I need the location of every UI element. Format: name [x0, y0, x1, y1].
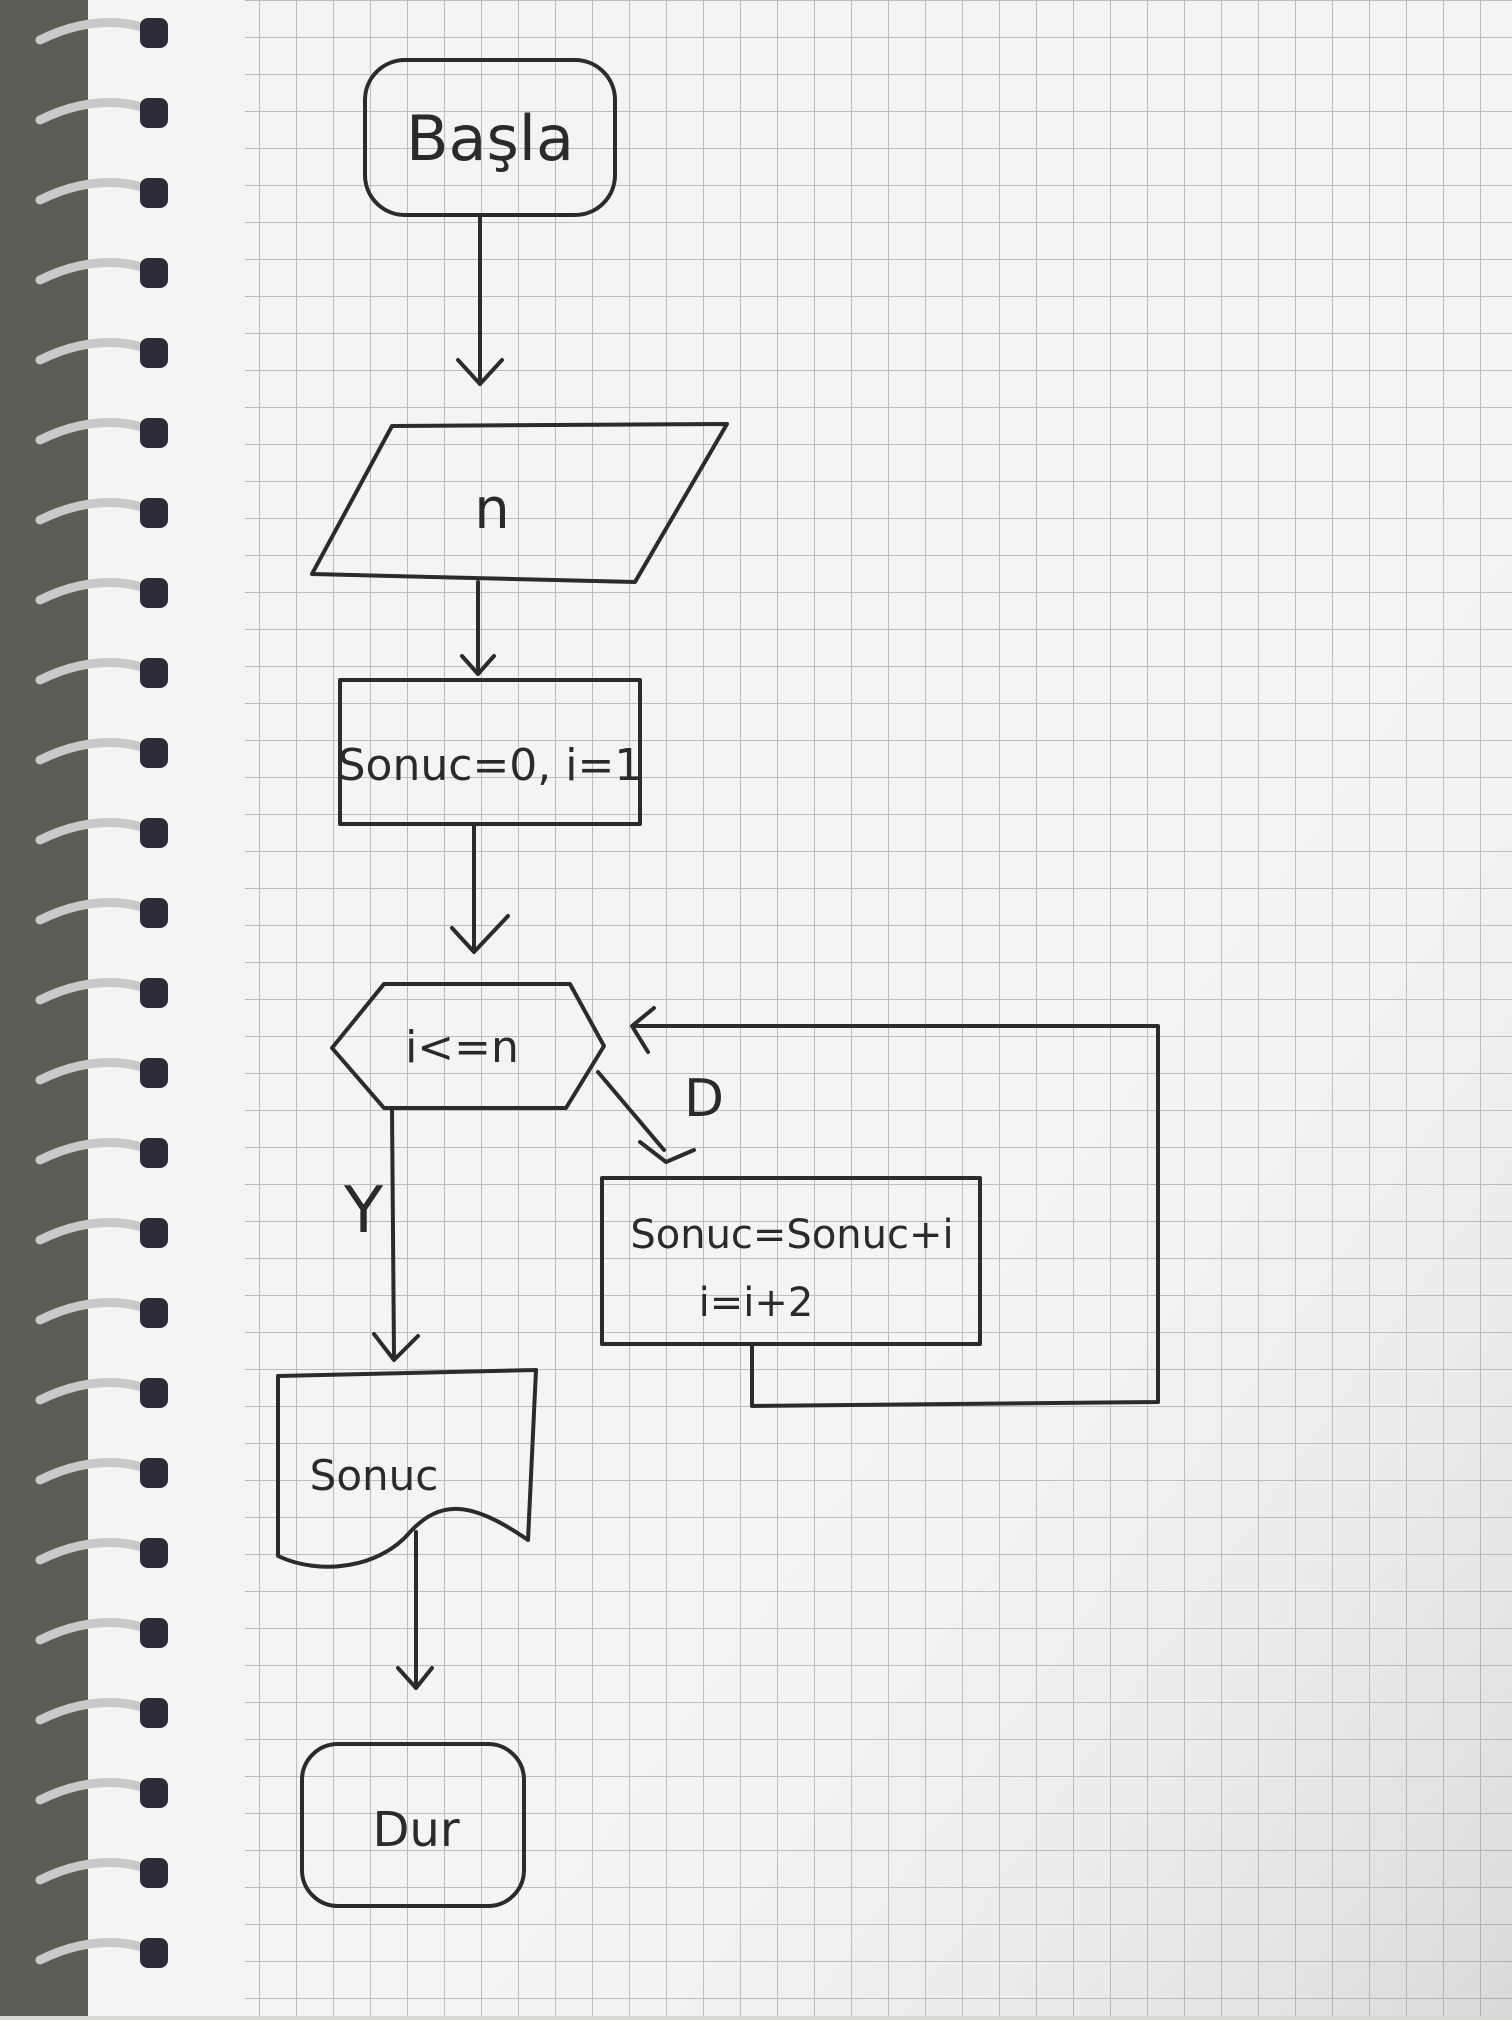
spiral-hole — [140, 1618, 168, 1648]
spiral-hole — [140, 658, 168, 688]
spiral-hole — [140, 1938, 168, 1968]
background-edge — [0, 0, 100, 2016]
spiral-hole — [140, 18, 168, 48]
init-process — [338, 678, 642, 826]
output-label: Sonuc — [310, 1451, 439, 1500]
spiral-hole — [140, 338, 168, 368]
input-parallelogram — [310, 422, 729, 584]
spiral-hole — [140, 818, 168, 848]
arrow-head — [630, 1006, 656, 1054]
end-label: Dur — [372, 1802, 459, 1858]
loop-body-line-1: Sonuc=Sonuc+i — [630, 1212, 953, 1258]
spiral-hole — [140, 1138, 168, 1168]
shadow — [88, 0, 1512, 2016]
arrow-head — [460, 654, 496, 676]
spiral-hole — [140, 578, 168, 608]
start-terminator — [363, 58, 617, 217]
spiral-hole — [140, 1858, 168, 1888]
input-label: n — [474, 477, 510, 542]
start-label: Başla — [406, 102, 574, 175]
spiral-hole — [140, 738, 168, 768]
arrow-head — [638, 1140, 696, 1164]
arrow-head — [456, 358, 504, 386]
spiral-hole — [140, 418, 168, 448]
arrow-head — [396, 1666, 434, 1690]
spiral-hole — [140, 1378, 168, 1408]
arrow-decision-loop — [596, 1070, 666, 1152]
spiral-hole — [140, 978, 168, 1008]
loop-body-line-2: i=i+2 — [699, 1280, 814, 1326]
arrow-decision-output — [390, 1106, 396, 1358]
spiral-hole — [140, 1458, 168, 1488]
init-label: Sonuc=0, i=1 — [338, 740, 643, 791]
spiral-hole — [140, 498, 168, 528]
spiral-hole — [140, 258, 168, 288]
arrow-head — [372, 1332, 420, 1362]
spiral-hole — [140, 1298, 168, 1328]
spiral-hole — [140, 1698, 168, 1728]
spiral-hole — [140, 898, 168, 928]
no-edge-label: D — [684, 1069, 724, 1129]
spiral-hole — [140, 1218, 168, 1248]
spiral-hole — [140, 98, 168, 128]
spiral-hole — [140, 1058, 168, 1088]
spiral-binding — [35, 18, 168, 2020]
spiral-hole — [140, 1778, 168, 1808]
spiral-hole — [140, 178, 168, 208]
arrow-head — [450, 914, 510, 954]
yes-edge-label: Y — [343, 1174, 384, 1248]
loop-body-process — [600, 1176, 982, 1346]
end-terminator — [300, 1742, 526, 1908]
decision-hexagon — [330, 982, 606, 1110]
decision-label: i<=n — [405, 1022, 519, 1073]
spiral-hole — [140, 1538, 168, 1568]
loop-back-line — [634, 1024, 1160, 1408]
output-document — [276, 1368, 538, 1569]
